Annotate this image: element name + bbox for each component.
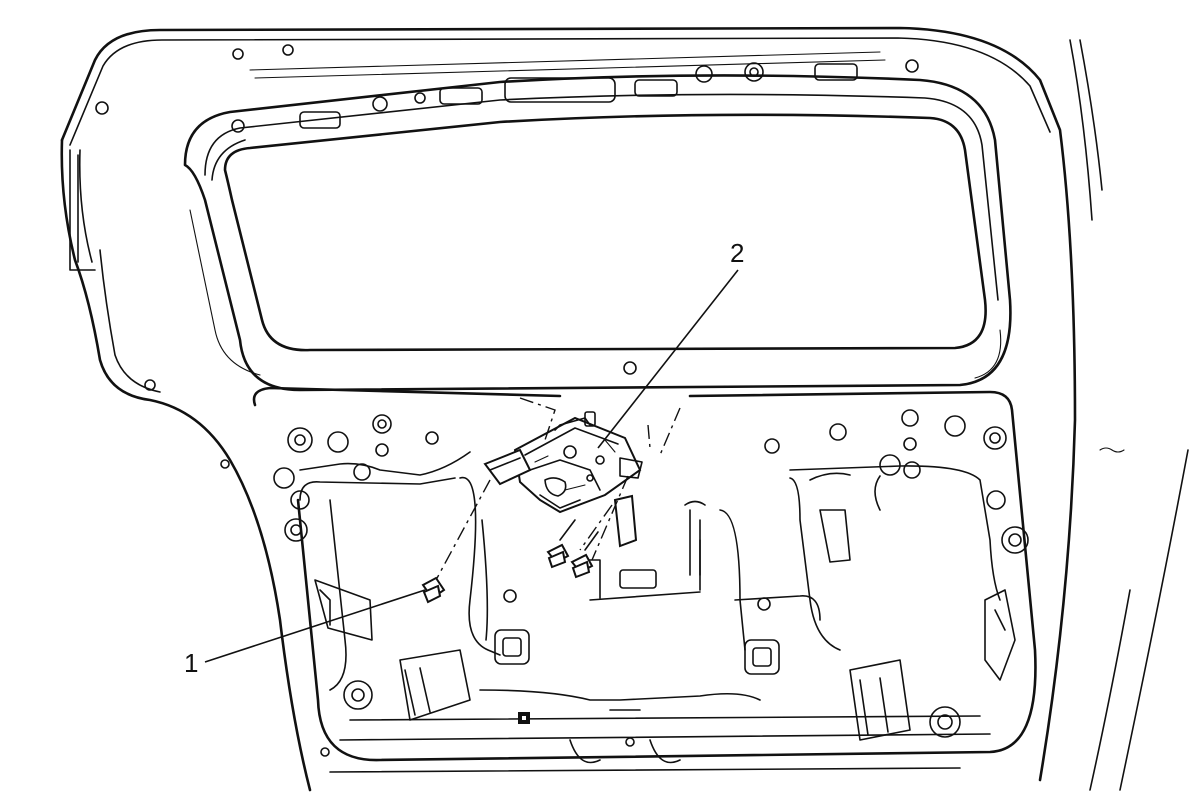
callout-leaders [204, 269, 739, 663]
panel-bosses [273, 361, 1029, 757]
leader-line-2 [597, 269, 739, 449]
liftgate-latch-assembly [483, 411, 643, 548]
liftgate-outer-panel [60, 26, 1189, 792]
inner-lower-panel [252, 386, 1037, 773]
header-clips [95, 44, 919, 469]
alignment-lines [435, 397, 681, 581]
leader-line-1 [204, 589, 426, 663]
callout-label-1: 1 [184, 648, 198, 678]
bolt-center-2 [570, 531, 599, 579]
bolt-left [421, 576, 446, 604]
window-opening-frame [183, 74, 1012, 392]
bolt-center-1 [546, 519, 576, 569]
callout-label-2: 2 [730, 238, 744, 268]
callout-labels: 1 2 [184, 238, 744, 678]
